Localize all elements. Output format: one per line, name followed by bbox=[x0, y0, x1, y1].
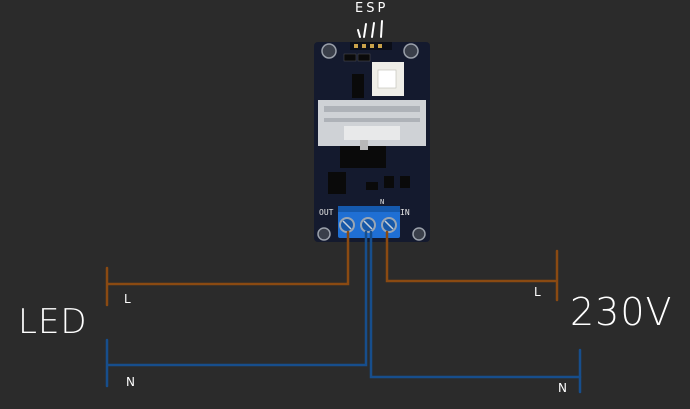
live-wire-left bbox=[106, 230, 350, 286]
esp-pin-marks bbox=[357, 20, 383, 38]
neutral-wires bbox=[105, 230, 582, 394]
neutral-label-left: N bbox=[126, 375, 135, 389]
n-pin-label: N bbox=[380, 198, 385, 206]
neutral-wire-left bbox=[106, 230, 368, 367]
led-label: LED bbox=[18, 302, 88, 342]
neutral-wire-right bbox=[369, 230, 582, 379]
live-wire-right bbox=[385, 230, 557, 283]
in-pin-label: IN bbox=[400, 208, 410, 217]
dimmer-module bbox=[314, 42, 430, 242]
live-label-right: L bbox=[534, 285, 541, 299]
live-wires bbox=[105, 230, 559, 307]
neutral-label-right: N bbox=[558, 381, 567, 395]
live-label-left: L bbox=[124, 292, 131, 306]
out-pin-label: OUT bbox=[319, 208, 334, 217]
mains-voltage-label: 230V bbox=[570, 290, 673, 334]
esp-label: ESP bbox=[355, 1, 389, 16]
